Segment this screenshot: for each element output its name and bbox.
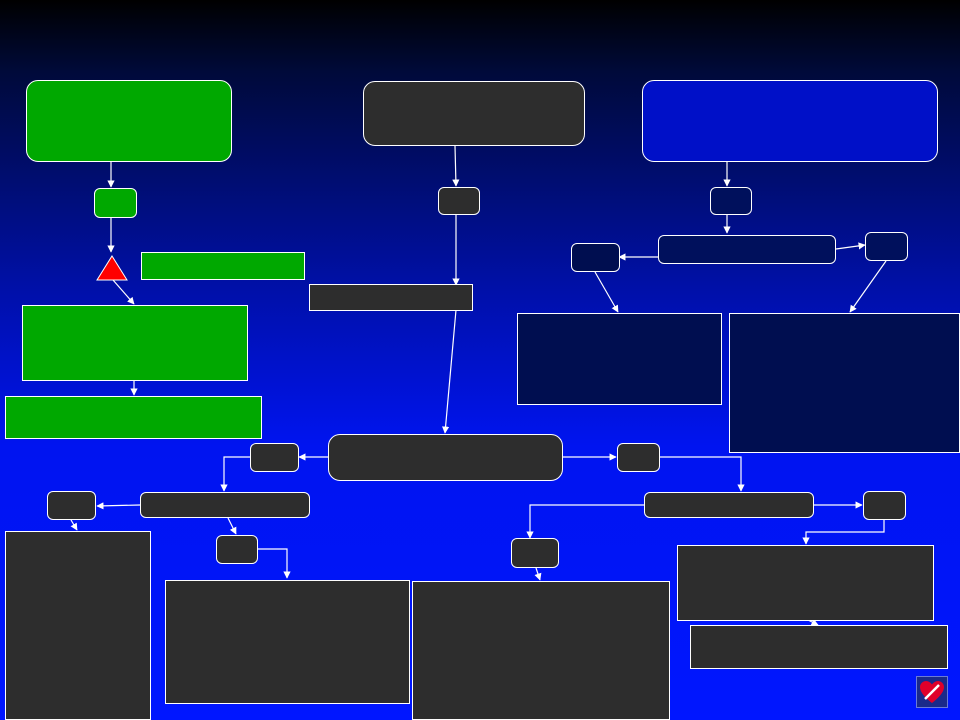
warning-triangle-icon xyxy=(96,255,128,281)
left-mid-small-box xyxy=(216,535,258,564)
center-small-box xyxy=(438,187,480,215)
heart-logo-icon xyxy=(916,676,948,708)
top-left-box-text xyxy=(27,81,231,89)
center-small-box-text xyxy=(439,188,479,196)
left-far-small-box-text xyxy=(48,492,95,500)
top-left-box xyxy=(26,80,232,162)
hub-right-small-box xyxy=(617,443,660,472)
arrow-rightsmall-to-panel xyxy=(849,260,887,313)
hub-right-small-box-text xyxy=(618,444,659,452)
right-small-box-text xyxy=(711,188,751,196)
right-low-bar xyxy=(690,625,948,669)
left-far-small-box xyxy=(47,491,96,520)
green-bar-text xyxy=(142,253,304,261)
left-column-box-text xyxy=(6,532,150,540)
left-bar xyxy=(140,492,310,518)
right-far-small-box-text xyxy=(864,492,905,500)
right-low-panel xyxy=(677,545,934,621)
center-low-panel-text xyxy=(413,582,669,590)
right-low-bar-text xyxy=(691,626,947,634)
center-low-small-box xyxy=(511,538,559,568)
arrow-leftbar-to-farsmall xyxy=(96,502,141,510)
green-wide-box-text xyxy=(6,397,261,405)
right-far-small-box xyxy=(863,491,906,520)
right-right-small-box-text xyxy=(866,233,907,241)
left-bar-text xyxy=(141,493,309,501)
green-small-box xyxy=(94,188,137,218)
arrow-leftsmall-to-panel xyxy=(594,271,619,313)
left-mid-panel-text xyxy=(166,581,409,589)
arrow-warning-to-greenbox xyxy=(112,279,135,305)
top-center-box xyxy=(363,81,585,146)
right-left-small-box-text xyxy=(572,244,619,252)
left-column-box xyxy=(5,531,151,720)
hub-left-small-box xyxy=(250,443,299,472)
right-panel-right-text xyxy=(730,314,959,322)
green-wide-box xyxy=(5,396,262,439)
right-bar-lower xyxy=(644,492,814,518)
center-low-panel xyxy=(412,581,670,720)
arrow-leftbar-to-midsmall xyxy=(227,517,237,535)
arrow-lowsmall-to-panel xyxy=(534,567,542,581)
arrow-midsmall-to-panel xyxy=(258,548,291,579)
right-left-small-box xyxy=(571,243,620,272)
center-low-small-box-text xyxy=(512,539,558,547)
green-box-text xyxy=(23,306,247,314)
right-bar-lower-text xyxy=(645,493,813,501)
center-bar-text xyxy=(310,285,472,293)
arrow-farsmall-to-col xyxy=(70,519,78,531)
arrow-rightsmall-to-bar xyxy=(660,456,745,492)
right-low-panel-text xyxy=(678,546,933,554)
arrow-leftsmall-to-leftbar xyxy=(220,456,250,492)
right-panel-left xyxy=(517,313,722,405)
arrow-centerbar-to-hub xyxy=(441,309,457,434)
right-bar xyxy=(658,235,836,264)
right-right-small-box xyxy=(865,232,908,261)
arrow-rightbar-to-rightsmall xyxy=(835,242,866,250)
top-right-box xyxy=(642,80,938,162)
hub-box-text xyxy=(329,435,562,443)
heart-logo-svg xyxy=(920,681,944,703)
green-box xyxy=(22,305,248,381)
left-mid-panel xyxy=(165,580,410,704)
hub-left-small-box-text xyxy=(251,444,298,452)
hub-box xyxy=(328,434,563,481)
center-bar xyxy=(309,284,473,311)
left-mid-small-box-text xyxy=(217,536,257,544)
arrow-bar-to-lowsmall xyxy=(526,504,645,539)
green-bar xyxy=(141,252,305,280)
right-bar-text xyxy=(659,236,835,244)
right-small-box xyxy=(710,187,752,215)
arrow-farsmall-to-panel xyxy=(802,520,885,545)
green-small-box-text xyxy=(95,189,136,197)
top-right-box-text xyxy=(643,81,937,89)
right-panel-left-text xyxy=(518,314,721,322)
right-panel-right xyxy=(729,313,960,453)
arrow-topcenter-to-centersmall xyxy=(452,145,460,187)
top-center-box-text xyxy=(364,82,584,90)
